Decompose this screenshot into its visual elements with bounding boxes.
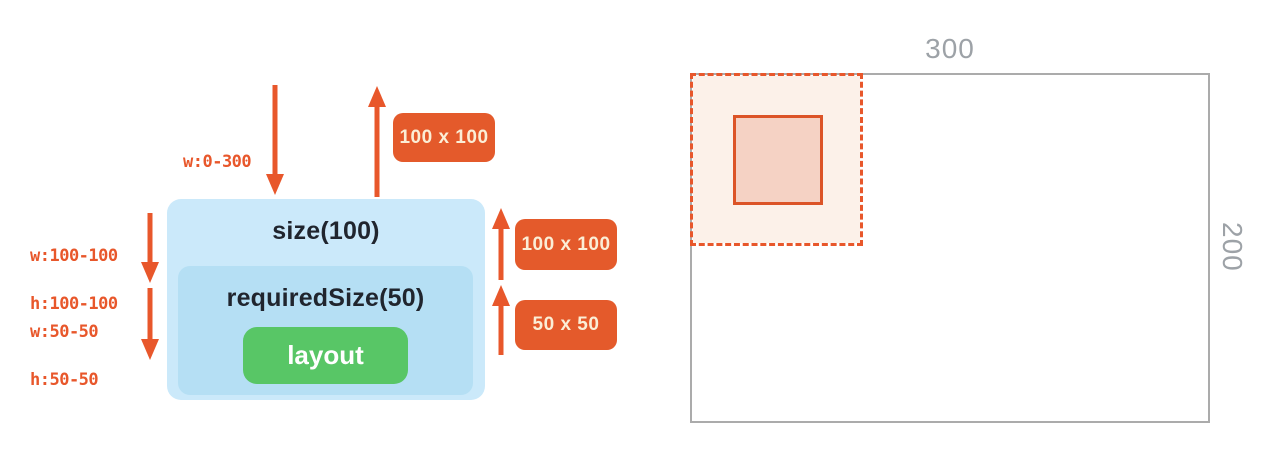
size-badge-top-label: 100 x 100 [399, 126, 489, 148]
size-badge-top: 100 x 100 [393, 113, 495, 162]
required-size-constraints-height: h:50-50 [30, 370, 99, 390]
measured-area-rect [690, 73, 863, 246]
size-badge-bottom: 50 x 50 [515, 300, 617, 350]
size-constraints-label: w:100-100 h:100-100 [30, 216, 118, 344]
arrow-up-icon [367, 86, 387, 197]
required-size-box-label: requiredSize(50) [226, 284, 425, 312]
size-badge-middle: 100 x 100 [515, 219, 617, 270]
layout-box-label: layout [287, 340, 364, 370]
parent-height-label: 200 [1217, 222, 1248, 272]
size-constraints-height: h:100-100 [30, 294, 118, 314]
size-box-label: size(100) [272, 217, 380, 245]
required-size-constraints-label: w:50-50 h:50-50 [30, 292, 99, 420]
size-badge-middle-label: 100 x 100 [521, 233, 611, 255]
layout-rect [733, 115, 823, 205]
arrow-down-icon [140, 288, 160, 360]
size-badge-bottom-label: 50 x 50 [532, 314, 600, 335]
incoming-constraints-width: w:0-300 [183, 152, 252, 172]
required-size-constraints-width: w:50-50 [30, 322, 99, 342]
layout-box: layout [243, 327, 408, 384]
parent-width-label: 300 [925, 33, 975, 64]
arrow-down-icon [140, 213, 160, 283]
arrow-down-icon [265, 85, 285, 195]
size-constraints-width: w:100-100 [30, 246, 118, 266]
arrow-up-icon [491, 285, 511, 355]
arrow-up-icon [491, 208, 511, 280]
